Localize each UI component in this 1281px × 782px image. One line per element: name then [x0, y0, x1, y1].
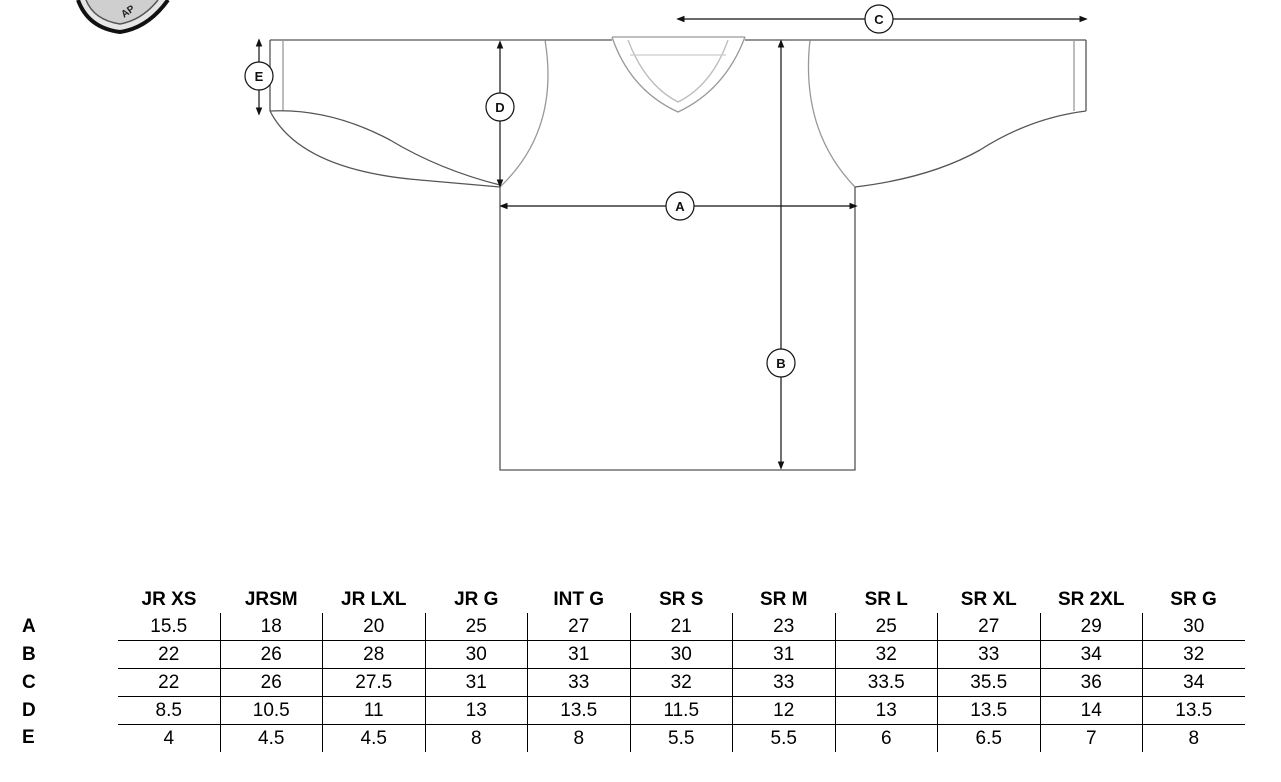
svg-text:D: D — [495, 100, 504, 115]
measurement-value: 33 — [937, 640, 1040, 669]
measurement-value: 5.5 — [732, 724, 835, 752]
size-column-header: JR XS — [141, 589, 197, 610]
svg-text:E: E — [255, 69, 264, 84]
brand-logo: AP — [76, 0, 170, 35]
measurement-value: 30 — [629, 640, 733, 669]
measurement-value: 13 — [834, 696, 938, 725]
dimension-lines — [255, 15, 1088, 470]
measurement-value: 33 — [527, 668, 630, 697]
size-column-header: JR LXL — [341, 589, 407, 610]
measurement-value: 36 — [1039, 668, 1143, 697]
measurement-value: 4 — [163, 727, 175, 749]
measurement-value: 26 — [219, 668, 323, 697]
measurement-value: 26 — [219, 640, 323, 669]
size-table: JR XS JRSM JR LXL JR G INT G SR S SR M S… — [0, 578, 1245, 752]
measurement-value: 32 — [834, 640, 938, 669]
measurement-value: 25 — [424, 613, 528, 641]
measurement-value: 32 — [1142, 640, 1245, 669]
measurement-value: 22 — [118, 640, 220, 669]
measurement-value: 27.5 — [322, 668, 425, 697]
measurement-value: 8 — [424, 724, 528, 752]
dimension-label-d: D — [485, 92, 515, 122]
measurement-label: C — [22, 671, 36, 693]
measurement-value: 35.5 — [937, 668, 1040, 697]
svg-text:A: A — [675, 199, 685, 214]
size-chart: JR XS JRSM JR LXL JR G INT G SR S SR M S… — [0, 578, 1245, 752]
measurement-value: 15.5 — [118, 613, 220, 641]
measurement-value: 34 — [1142, 668, 1245, 697]
measurement-value: 25 — [834, 613, 938, 641]
measurement-value: 6.5 — [937, 724, 1040, 752]
size-header-row: JR XS JRSM JR LXL JR G INT G SR S SR M S… — [0, 578, 1245, 613]
dimension-label-b: B — [766, 348, 796, 378]
measurement-value: 13.5 — [937, 696, 1040, 725]
measurement-value: 31 — [424, 668, 528, 697]
svg-text:C: C — [874, 12, 884, 27]
measurement-value: 28 — [322, 640, 425, 669]
measurement-label: B — [22, 643, 36, 665]
measurement-label: E — [22, 727, 35, 749]
measurement-value: 27 — [937, 613, 1040, 641]
measurement-value: 13.5 — [527, 696, 630, 725]
measurement-value: 13 — [424, 696, 528, 725]
measurement-value: 6 — [834, 724, 938, 752]
measurement-value: 29 — [1039, 613, 1143, 641]
measurement-label: A — [22, 615, 36, 637]
measurement-value: 18 — [219, 613, 323, 641]
measurement-value: 23 — [732, 613, 835, 641]
measurement-value: 31 — [732, 640, 835, 669]
measurement-value: 33 — [732, 668, 835, 697]
size-column-header: SR L — [864, 589, 908, 610]
measurement-value: 31 — [527, 640, 630, 669]
size-column-header: SR XL — [960, 589, 1017, 610]
jersey-diagram: C E D A B — [244, 4, 1088, 471]
measurement-value: 4.5 — [322, 724, 425, 752]
measurement-value: 11 — [322, 696, 425, 725]
jersey-outline — [269, 36, 1087, 471]
size-column-header: JR G — [454, 589, 499, 610]
measurement-value: 21 — [629, 613, 733, 641]
size-column-header: SR S — [659, 589, 704, 610]
measurement-value: 27 — [527, 613, 630, 641]
size-column-header: SR 2XL — [1057, 589, 1125, 610]
measurement-value: 8 — [1142, 724, 1245, 752]
measurement-value: 22 — [118, 668, 220, 697]
measurement-label: D — [22, 699, 36, 721]
measurement-value: 13.5 — [1142, 696, 1245, 725]
measurement-value: 8 — [527, 724, 630, 752]
measurement-value: 4.5 — [219, 724, 323, 752]
measurement-value: 30 — [424, 640, 528, 669]
measurement-value: 14 — [1039, 696, 1143, 725]
dimension-label-c: C — [864, 4, 894, 34]
measurement-value: 7 — [1039, 724, 1143, 752]
corner-cell — [0, 578, 118, 613]
measurement-value: 30 — [1142, 613, 1245, 641]
measurement-value: 33.5 — [834, 668, 938, 697]
measurement-value: 5.5 — [629, 724, 733, 752]
measurement-value: 10.5 — [219, 696, 323, 725]
measurement-value: 34 — [1039, 640, 1143, 669]
measurement-value: 12 — [732, 696, 835, 725]
dimension-label-e: E — [244, 61, 274, 91]
size-column-header: JRSM — [244, 589, 298, 610]
svg-text:B: B — [776, 356, 785, 371]
size-column-header: SR G — [1170, 589, 1217, 610]
size-column-header: SR M — [760, 589, 808, 610]
measurement-value: 20 — [322, 613, 425, 641]
measurement-value: 11.5 — [629, 696, 733, 725]
measurement-value: 32 — [629, 668, 733, 697]
dimension-label-a: A — [665, 191, 695, 221]
size-column-header: INT G — [553, 589, 605, 610]
measurement-value: 8.5 — [118, 696, 220, 725]
